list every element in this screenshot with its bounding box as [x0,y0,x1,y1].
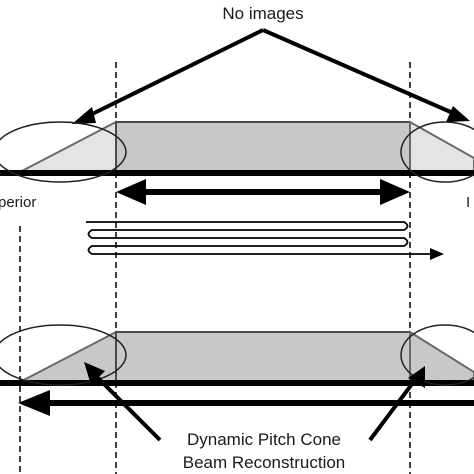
reconstruction-label-line1: Dynamic Pitch Cone [187,430,341,449]
arrowhead-right-bottom [408,366,425,388]
table-direction-arrow [18,390,474,416]
table-line-top [0,170,474,176]
left-ellipse-bottom [0,324,127,386]
left-ramp-bottom [19,330,117,383]
right-ellipse-bottom [400,324,474,386]
arrow-to-right-ellipse [262,28,463,119]
helical-path-arrowhead [430,248,444,260]
reconstruction-label-line2: Beam Reconstruction [183,453,346,472]
reconstruction-arrows [90,370,420,442]
superior-label-fragment: perior [0,194,36,211]
helical-path [86,221,434,255]
left-ramp-top [19,120,117,173]
left-ellipse-top [0,121,127,183]
bottom-scan-row [0,324,474,386]
no-images-label: No images [222,4,303,23]
inferior-label-fragment: I [466,194,470,211]
right-ramp-bottom [409,330,474,383]
arrowhead-left-bottom [84,362,105,385]
right-ramp-top [409,120,474,173]
right-ellipse-top [400,121,474,183]
table-line-bottom [0,380,474,386]
no-images-arrows [79,28,463,122]
coverage-double-arrow [116,179,410,205]
arrowhead-left-top [72,107,96,124]
top-scan-row [0,120,474,183]
full-dose-region-bottom [115,331,411,383]
arrowhead-right-top [446,106,470,122]
full-dose-region-top [115,121,411,173]
arrow-to-left-ellipse [79,28,264,122]
